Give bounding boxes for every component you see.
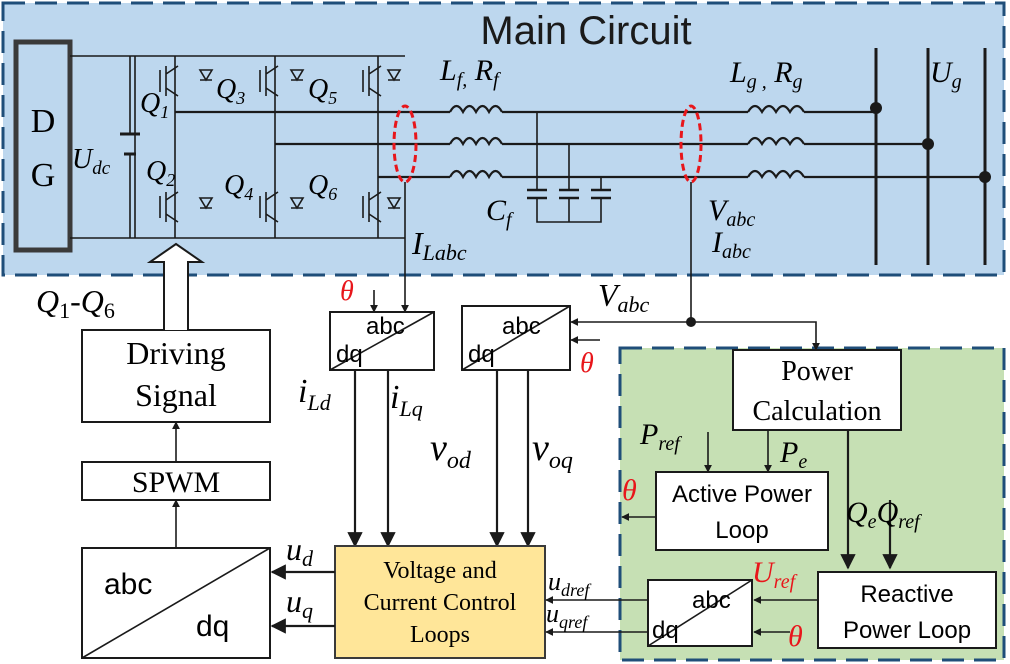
grid-busbars: [874, 48, 987, 265]
theta1-label: θ: [340, 276, 354, 307]
dc-link-wires: [70, 55, 136, 239]
tr2-abc-label: abc: [502, 313, 541, 340]
switch-q3: [259, 65, 305, 97]
power-calculation-block: Power Calculation: [732, 349, 902, 431]
iabc-main-label: Iabc: [711, 226, 751, 263]
ug-label: Ug: [930, 56, 962, 93]
theta2-label: θ: [580, 348, 594, 379]
lf-leads-in: [430, 110, 450, 179]
lf-rf-label: Lf, Rf: [439, 54, 501, 91]
apl-line2: Loop: [715, 517, 768, 544]
q6-label: Q6: [308, 170, 337, 204]
vccl-line1: Voltage and: [383, 558, 497, 584]
pc-line1: Power: [781, 356, 853, 387]
q2-label: Q2: [146, 156, 175, 190]
grid-node-b: [922, 138, 934, 150]
grid-node-c: [979, 171, 991, 183]
udc-label: Udc: [72, 144, 111, 179]
transform-vabc-dq: abc dq: [461, 305, 571, 371]
q1-label: Q1: [140, 88, 169, 122]
dg-label-g: G: [31, 157, 56, 194]
lf-inductors: [449, 104, 503, 180]
ilq-label: iLq: [390, 379, 423, 421]
vccl-line2: Current Control: [364, 590, 517, 616]
switch-q5: [362, 65, 402, 97]
switch-q6: [362, 191, 402, 223]
driving-line1: Driving: [126, 335, 226, 371]
pc-line2: Calculation: [752, 396, 881, 427]
q3-label: Q3: [216, 74, 245, 108]
cf-neutral: [536, 198, 602, 223]
pref-label: Pref: [639, 418, 682, 455]
main-circuit-region: Main Circuit D G Udc: [1, 1, 1006, 277]
qe-qref-label: QeQref: [846, 496, 922, 533]
driving-line2: Signal: [135, 377, 217, 413]
switch-q1: [159, 65, 214, 97]
tr2-dq-label: dq: [468, 341, 495, 368]
voq-label: voq: [532, 427, 573, 474]
vccl-line3: Loops: [410, 622, 470, 648]
theta-apl-label: θ: [622, 474, 637, 507]
cf-leads: [536, 112, 602, 190]
q5-label: Q5: [308, 74, 337, 108]
switch-q2: [159, 191, 214, 223]
tr3-dq-label: dq: [652, 617, 679, 644]
switch-q4: [259, 191, 305, 223]
driving-signal-block: Driving Signal: [81, 329, 271, 423]
lg-rg-label: Lg , Rg: [729, 56, 803, 93]
dc-capacitor: [120, 132, 140, 156]
uref-label: Uref: [752, 556, 798, 593]
ild-label: iLd: [298, 373, 332, 415]
voltage-current-control-loops-block: Voltage and Current Control Loops: [334, 545, 546, 659]
pcc-voltage-current-sensor: [679, 104, 703, 184]
tr3-abc-label: abc: [692, 587, 731, 614]
rpl-line2: Power Loop: [843, 617, 971, 644]
inverter-rails: [135, 55, 405, 239]
grid-bus-wires: [804, 110, 985, 179]
spwm-label: SPWM: [132, 466, 220, 499]
uqref-label: uqref: [546, 599, 590, 632]
ud-label: ud: [286, 531, 314, 571]
transform-iabc-dq: abc dq: [329, 311, 435, 371]
dg-label-d: D: [31, 103, 56, 140]
main-circuit-title: Main Circuit: [480, 9, 691, 53]
tr1-abc-label: abc: [366, 313, 405, 340]
reactive-power-loop-block: Reactive Power Loop: [817, 571, 997, 649]
inverter-current-sensor: [392, 104, 418, 184]
apl-line1: Active Power: [672, 481, 812, 508]
uq-label: uq: [286, 583, 313, 623]
tr1-dq-label: dq: [336, 341, 363, 368]
q4-label: Q4: [224, 170, 253, 204]
active-power-loop-block: Active Power Loop: [655, 471, 829, 551]
udref-label: udref: [548, 567, 592, 600]
transform-dq-abc: abc dq: [81, 547, 271, 659]
vod-label: vod: [430, 427, 472, 474]
q1-q6-label: Q1-Q6: [36, 283, 115, 323]
vabc-main-label: Vabc: [708, 194, 755, 231]
transform-ref-dq: abc dq: [647, 579, 753, 647]
inv-dq-label: dq: [196, 610, 229, 643]
rpl-line1: Reactive: [860, 581, 953, 608]
lg-inductors: [747, 104, 805, 180]
theta3-label: θ: [788, 620, 803, 653]
gate-signal-arrow: [146, 242, 206, 330]
main-circuit-background: [1, 1, 1006, 277]
ilabc-label: ILabc: [411, 225, 467, 265]
mid-bus-wires: [502, 110, 748, 179]
vabc-to-power-calc-wire: [691, 321, 820, 351]
inverter-legs: [174, 56, 379, 238]
cf-label: Cf: [486, 194, 514, 231]
grid-node-a: [870, 102, 882, 114]
dg-box: [13, 39, 73, 253]
vabc-control-label: Vabc: [598, 277, 650, 317]
pe-label: Pe: [779, 436, 807, 473]
inv-abc-label: abc: [104, 568, 152, 601]
spwm-block: SPWM: [81, 461, 271, 501]
